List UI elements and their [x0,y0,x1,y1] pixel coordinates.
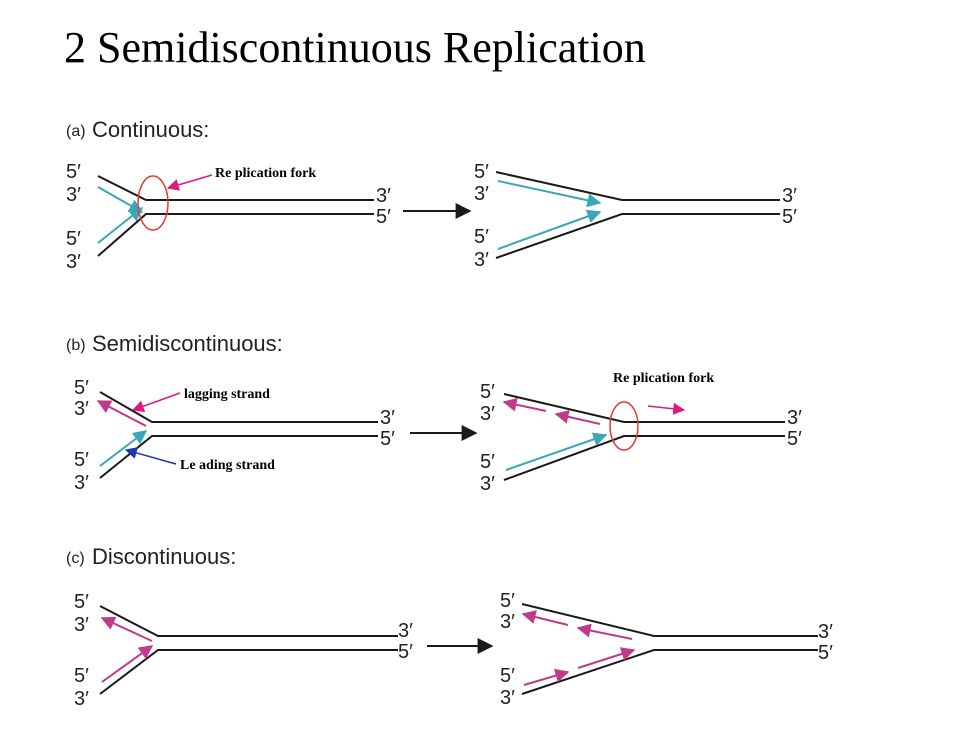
end-label-5: 5′ [818,642,833,664]
end-label-3: 3′ [74,472,89,494]
panel-b-heading: Semidiscontinuous: [92,331,283,356]
parental-strand-top [521,603,818,637]
okazaki-fragment-arrow [502,397,547,412]
lagging-strand-arrow [96,400,147,427]
fork-direction-arrow [647,402,686,415]
leading-strand-arrow [99,430,148,467]
end-label-3: 3′ [74,614,89,636]
end-label-5: 5′ [66,161,81,183]
end-label-5: 5′ [74,377,89,399]
panel-c-fork-before: 5′ 3′ 5′ 3′ 3′ 5′ [74,591,413,710]
end-label-3: 3′ [398,620,413,642]
okazaki-fragment-arrow [576,623,633,640]
parental-strand-bottom [503,435,785,481]
replication-fork-label: Re plication fork [613,371,714,386]
end-label-3: 3′ [480,473,495,495]
leading-pointer-arrow [124,447,177,465]
end-label-3: 3′ [782,185,797,207]
panel-a-letter: (a) [66,123,86,140]
fork-pointer-arrow [166,174,213,191]
end-label-3: 3′ [74,688,89,710]
panel-c-letter: (c) [66,550,85,567]
panel-c: (c) Discontinuous: 5′ 3′ 5′ 3′ 3′ 5′ 5′ … [66,544,833,710]
lagging-strand-arrow [101,645,154,683]
parental-strand-bottom [99,649,398,695]
leading-strand-arrow [505,432,608,471]
leading-strand-arrow [97,207,144,244]
end-label-3: 3′ [380,407,395,429]
end-label-5: 5′ [782,206,797,228]
leading-strand-arrow [497,180,602,208]
end-label-3: 3′ [66,251,81,273]
panel-a-fork-after: 5′ 3′ 5′ 3′ 3′ 5′ [474,161,797,271]
end-label-5: 5′ [500,590,515,612]
parental-strand-bottom [495,213,780,259]
lagging-pointer-arrow [131,392,181,412]
end-label-5: 5′ [480,451,495,473]
panel-b-fork-after: 5′ 3′ 5′ 3′ Re plication fork 3′ 5′ [480,371,802,495]
replication-fork-label: Re plication fork [215,166,316,181]
end-label-5: 5′ [474,161,489,183]
end-label-5: 5′ [474,226,489,248]
end-label-3: 3′ [787,407,802,429]
okazaki-fragment-arrow [554,409,601,425]
parental-strand-top [495,171,780,201]
end-label-5: 5′ [787,428,802,450]
lagging-strand-label: lagging strand [184,387,270,402]
okazaki-fragment-arrow [521,610,569,626]
parental-strand-bottom [97,213,374,257]
end-label-3: 3′ [474,249,489,271]
end-label-5: 5′ [380,428,395,450]
leading-strand-arrow [497,209,602,250]
panel-c-fork-after: 5′ 3′ 5′ 3′ 3′ 5′ [500,590,833,709]
end-label-5: 5′ [376,206,391,228]
end-label-5: 5′ [74,591,89,613]
panel-c-heading: Discontinuous: [92,544,236,569]
replication-fork-circle [137,175,169,231]
end-label-5: 5′ [74,449,89,471]
end-label-3: 3′ [500,611,515,633]
parental-strand-top [503,393,785,423]
panel-a: (a) Continuous: 5′ 3′ 5′ 3′ 3′ 5′ Re pli… [66,117,797,273]
end-label-3: 3′ [818,621,833,643]
okazaki-fragment-arrow [577,647,636,669]
end-label-3: 3′ [74,398,89,420]
end-label-5: 5′ [480,381,495,403]
end-label-3: 3′ [474,183,489,205]
parental-strand-top [99,391,378,423]
panel-b-letter: (b) [66,337,86,354]
slide-title: 2 Semidiscontinuous Replication [64,23,646,72]
panel-b-fork-before: 5′ 3′ 5′ 3′ 3′ 5′ lagging strand Le adin… [74,377,395,494]
leading-strand-arrow [97,186,144,213]
end-label-3: 3′ [500,687,515,709]
parental-strand-bottom [99,435,378,479]
end-label-3: 3′ [376,185,391,207]
end-label-5: 5′ [66,228,81,250]
parental-strand-top [97,175,374,201]
okazaki-fragment-arrow [523,668,570,686]
panel-a-fork-before: 5′ 3′ 5′ 3′ 3′ 5′ Re plication fork [66,161,391,273]
end-label-3: 3′ [66,184,81,206]
end-label-5: 5′ [398,641,413,663]
leading-strand-label: Le ading strand [180,458,275,473]
panel-b: (b) Semidiscontinuous: 5′ 3′ 5′ 3′ 3′ 5′… [66,331,802,495]
end-label-3: 3′ [480,403,495,425]
end-label-5: 5′ [500,665,515,687]
parental-strand-top [99,605,398,637]
lagging-strand-arrow [100,616,153,642]
replication-fork-circle [609,401,639,451]
panel-a-heading: Continuous: [92,117,209,142]
end-label-5: 5′ [74,665,89,687]
